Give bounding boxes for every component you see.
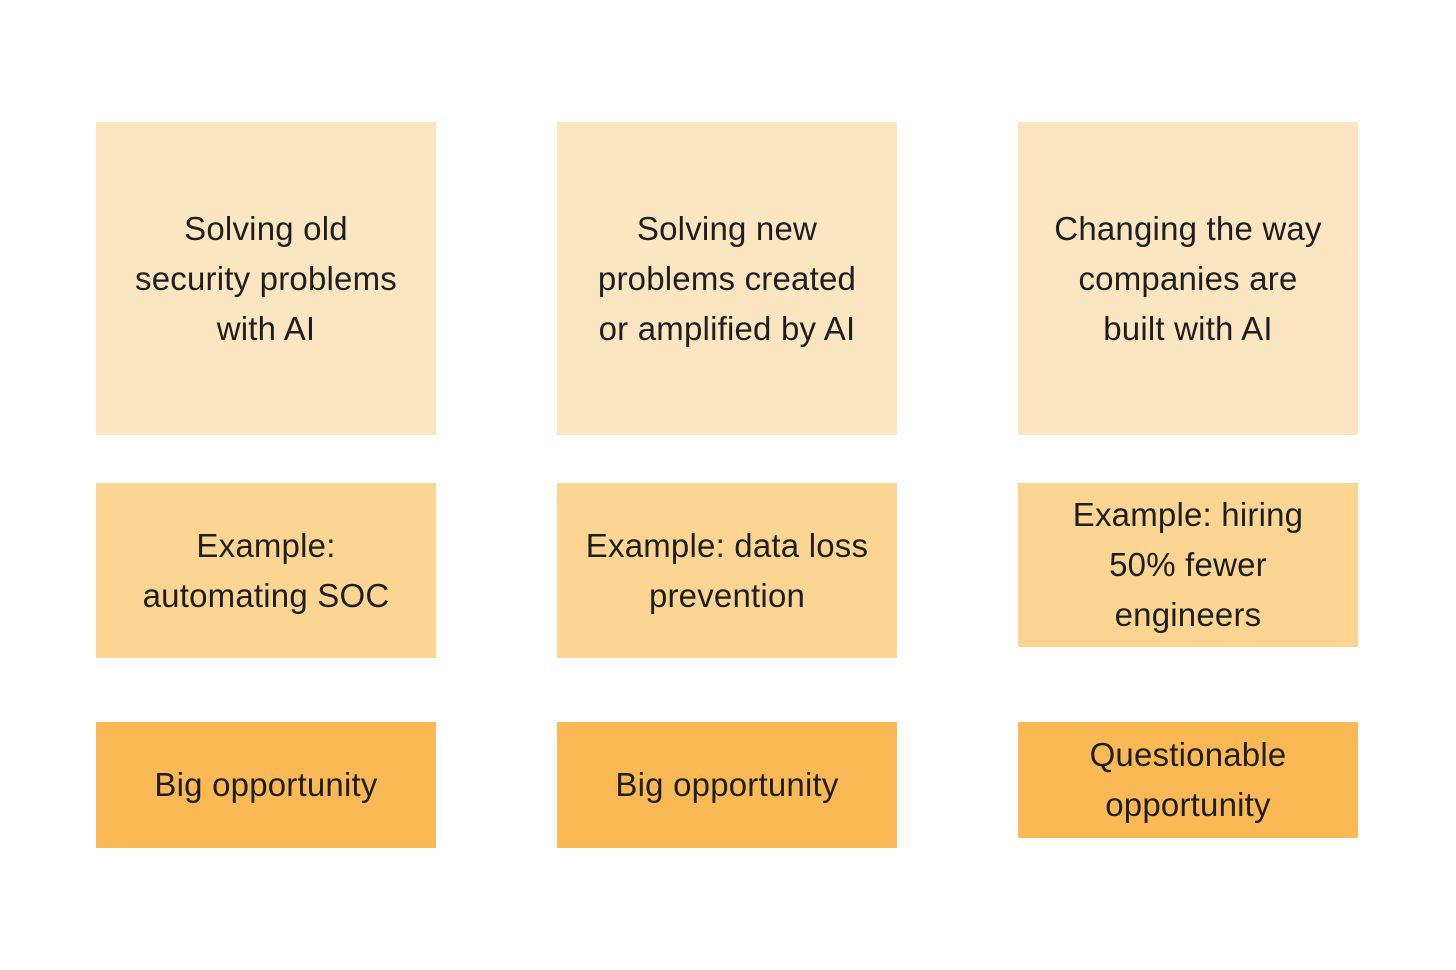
example-card-col2: Example: data loss prevention: [557, 483, 897, 658]
verdict-card-col3: Questionable opportunity: [1018, 722, 1358, 838]
verdict-card-col2: Big opportunity: [557, 722, 897, 848]
verdict-card-col1: Big opportunity: [96, 722, 436, 848]
category-card-col1: Solving old security problems with AI: [96, 122, 436, 435]
category-card-col2: Solving new problems created or amplifie…: [557, 122, 897, 435]
example-card-col1: Example: automating SOC: [96, 483, 436, 658]
category-card-col3: Changing the way companies are built wit…: [1018, 122, 1358, 435]
example-card-col3: Example: hiring 50% fewer engineers: [1018, 483, 1358, 647]
